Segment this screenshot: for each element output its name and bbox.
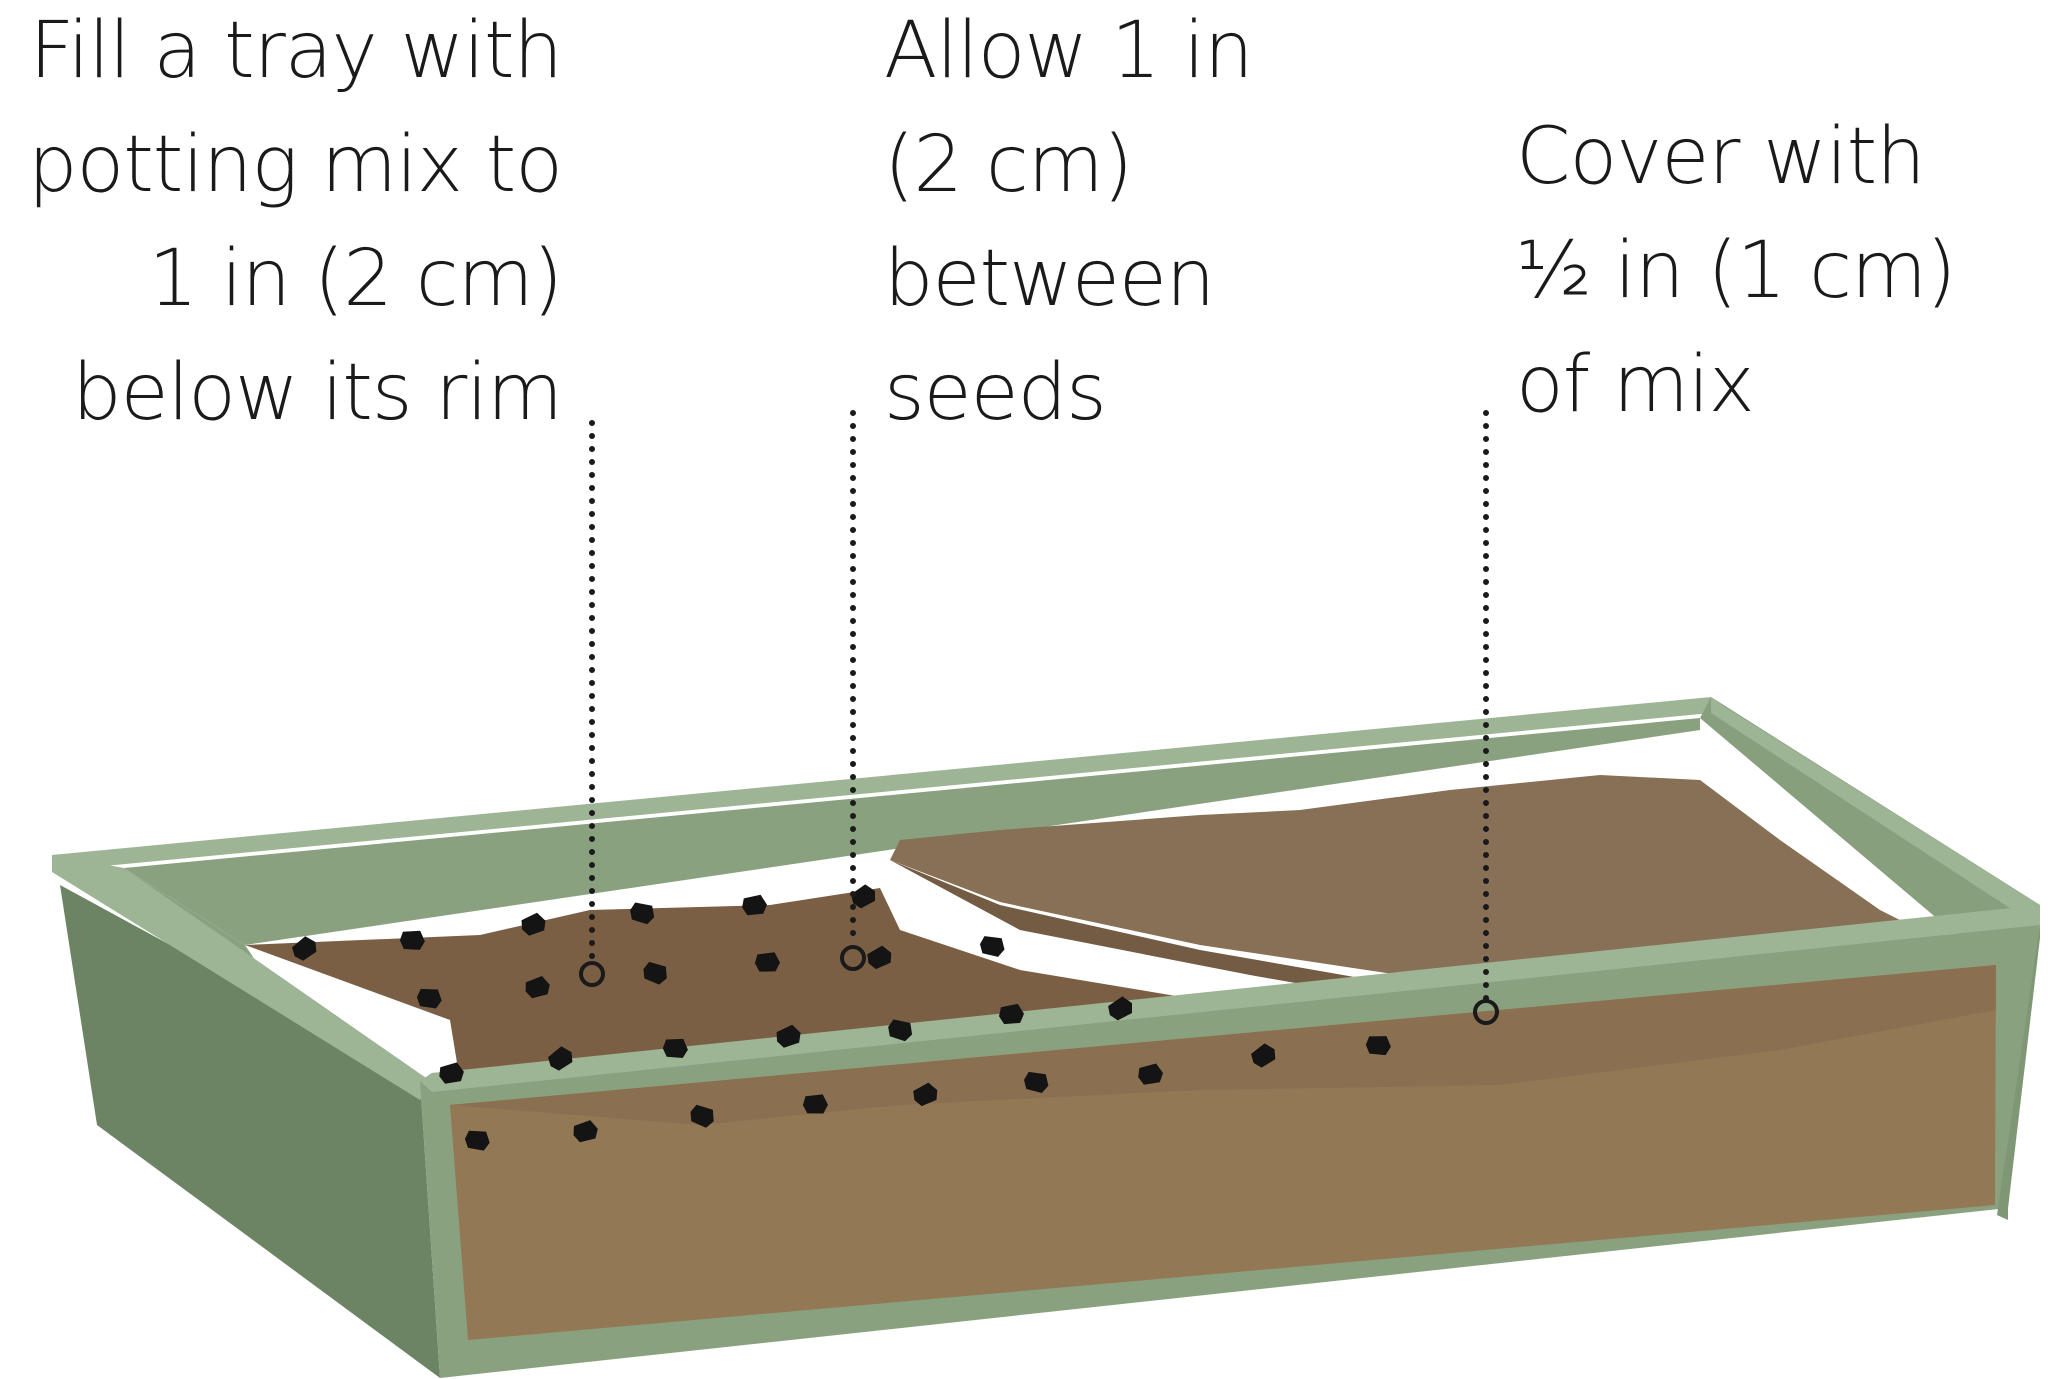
seed (521, 912, 546, 936)
soil-front-window-top (450, 965, 1996, 1125)
seed (439, 1062, 464, 1084)
seed (662, 1038, 688, 1058)
tray-right-outer-wall (1997, 925, 2040, 1220)
callout-cover-line-3: of mix (1516, 340, 1755, 430)
tray-back-rim (52, 697, 1711, 871)
callout-spacing-line-2: (2 cm) (884, 120, 1133, 210)
seed (690, 1104, 714, 1128)
seed (1024, 1071, 1049, 1093)
seed (851, 884, 876, 909)
callout-fill-line-3: 1 in (2 cm) (148, 234, 563, 324)
leader-markers (579, 945, 1499, 1025)
callout-fill-line-4: below its rim (72, 348, 563, 438)
seed (643, 961, 667, 985)
seed (1365, 1036, 1391, 1056)
seed-group (292, 884, 1391, 1151)
callout-spacing-line-3: between (884, 234, 1215, 324)
callout-cover-line-2: ½ in (1 cm) (1516, 226, 1956, 316)
leader-lines (589, 410, 1489, 1005)
callout-cover-mix: Cover with ½ in (1 cm) of mix (1516, 100, 1956, 442)
seed (1108, 996, 1132, 1021)
tray-front-rim (420, 905, 2040, 1092)
callout-cover-line-1: Cover with (1516, 112, 1926, 202)
seed (1138, 1063, 1163, 1085)
seed (999, 1003, 1024, 1025)
seed (888, 1019, 913, 1042)
seed (802, 1094, 828, 1114)
callout-fill-tray: Fill a tray with potting mix to 1 in (2 … (27, 0, 563, 450)
seed (525, 976, 550, 999)
callout-seed-spacing: Allow 1 in (2 cm) between seeds (884, 0, 1254, 450)
seed (913, 1082, 938, 1107)
callout-fill-line-2: potting mix to (27, 120, 563, 210)
leader-marker-fill (579, 961, 605, 987)
tray-right-rim (1711, 697, 2040, 925)
tray-right-inner-wall (1700, 697, 2040, 970)
seed (416, 988, 442, 1009)
seed (573, 1120, 598, 1143)
seed (399, 930, 425, 950)
callout-spacing-line-4: seeds (884, 348, 1107, 438)
tray-left-outer-wall (60, 885, 440, 1378)
seed (630, 902, 655, 925)
leader-marker-cover (1473, 999, 1499, 1025)
seed (464, 1130, 490, 1151)
tray-left-rim (52, 855, 429, 1100)
seed (867, 945, 892, 970)
seed (980, 936, 1005, 957)
tray-back-inner-wall (124, 718, 1700, 945)
seed (548, 1046, 573, 1071)
seed (742, 894, 767, 916)
leader-marker-spacing (840, 945, 866, 971)
seed (776, 1024, 801, 1048)
callout-fill-line-1: Fill a tray with (29, 6, 563, 96)
seed (1251, 1043, 1276, 1068)
callout-spacing-line-1: Allow 1 in (884, 6, 1254, 96)
seed (754, 952, 780, 972)
seed (292, 936, 317, 961)
